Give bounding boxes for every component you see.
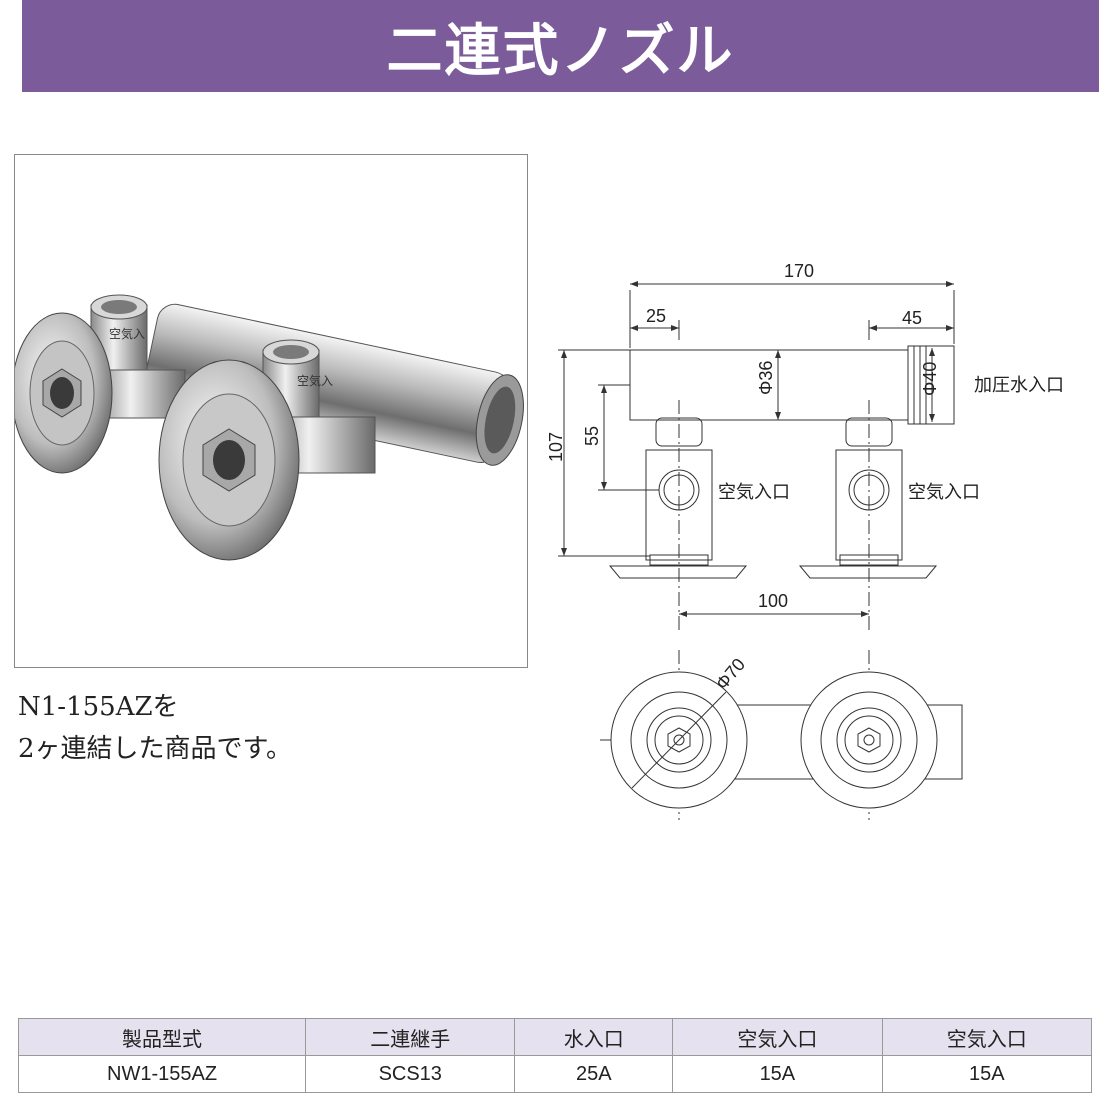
dim-height-total: 107 [546,432,566,462]
dim-right-offset: 45 [902,308,922,328]
dim-inlet-dia: Φ40 [920,362,940,396]
cell-air-inlet-1: 15A [672,1055,883,1093]
label-air-inlet-right: 空気入口 [908,482,980,503]
cell-air-inlet-2: 15A [881,1055,1093,1093]
spec-header-row: 製品型式 二連継手 水入口 空気入口 空気入口 [17,1018,1093,1056]
caption-line-2: 2ヶ連結した商品です。 [18,734,292,764]
product-caption: N1-155AZを 2ヶ連結した商品です。 [18,686,292,770]
header-product-model: 製品型式 [17,1018,307,1056]
spec-table: 製品型式 二連継手 水入口 空気入口 空気入口 NW1-155AZ SCS13 … [17,1018,1093,1093]
table-row: NW1-155AZ SCS13 25A 15A 15A [17,1055,1093,1093]
header-double-joint: 二連継手 [305,1018,516,1056]
page-title: 二連式ノズル [386,18,735,84]
label-water-inlet: 加圧水入口 [974,375,1064,396]
product-illustration: 空気入 空気入 [15,294,524,561]
photo-label-2: 空気入 [297,373,333,388]
photo-label-1: 空気入 [109,326,145,341]
header-water-inlet: 水入口 [514,1018,674,1056]
technical-drawing: 170 25 45 Φ36 Φ40 107 55 100 Φ70 加圧水入口 空… [546,261,1064,820]
dim-overall-length: 170 [784,261,814,281]
dim-height-air: 55 [582,426,602,446]
dim-left-offset: 25 [646,306,666,326]
cell-double-joint: SCS13 [305,1055,516,1093]
label-air-inlet-left: 空気入口 [718,482,790,503]
header-air-inlet-1: 空気入口 [672,1018,883,1056]
cell-product-model: NW1-155AZ [17,1055,307,1093]
caption-line-1: N1-155AZを [18,692,179,722]
dim-pipe-dia: Φ36 [756,361,776,395]
title-bar: 二連式ノズル [22,0,1099,92]
product-photo: 空気入 空気入 [14,154,528,668]
cell-water-inlet: 25A [514,1055,674,1093]
dim-spacing: 100 [758,591,788,611]
header-air-inlet-2: 空気入口 [881,1018,1093,1056]
